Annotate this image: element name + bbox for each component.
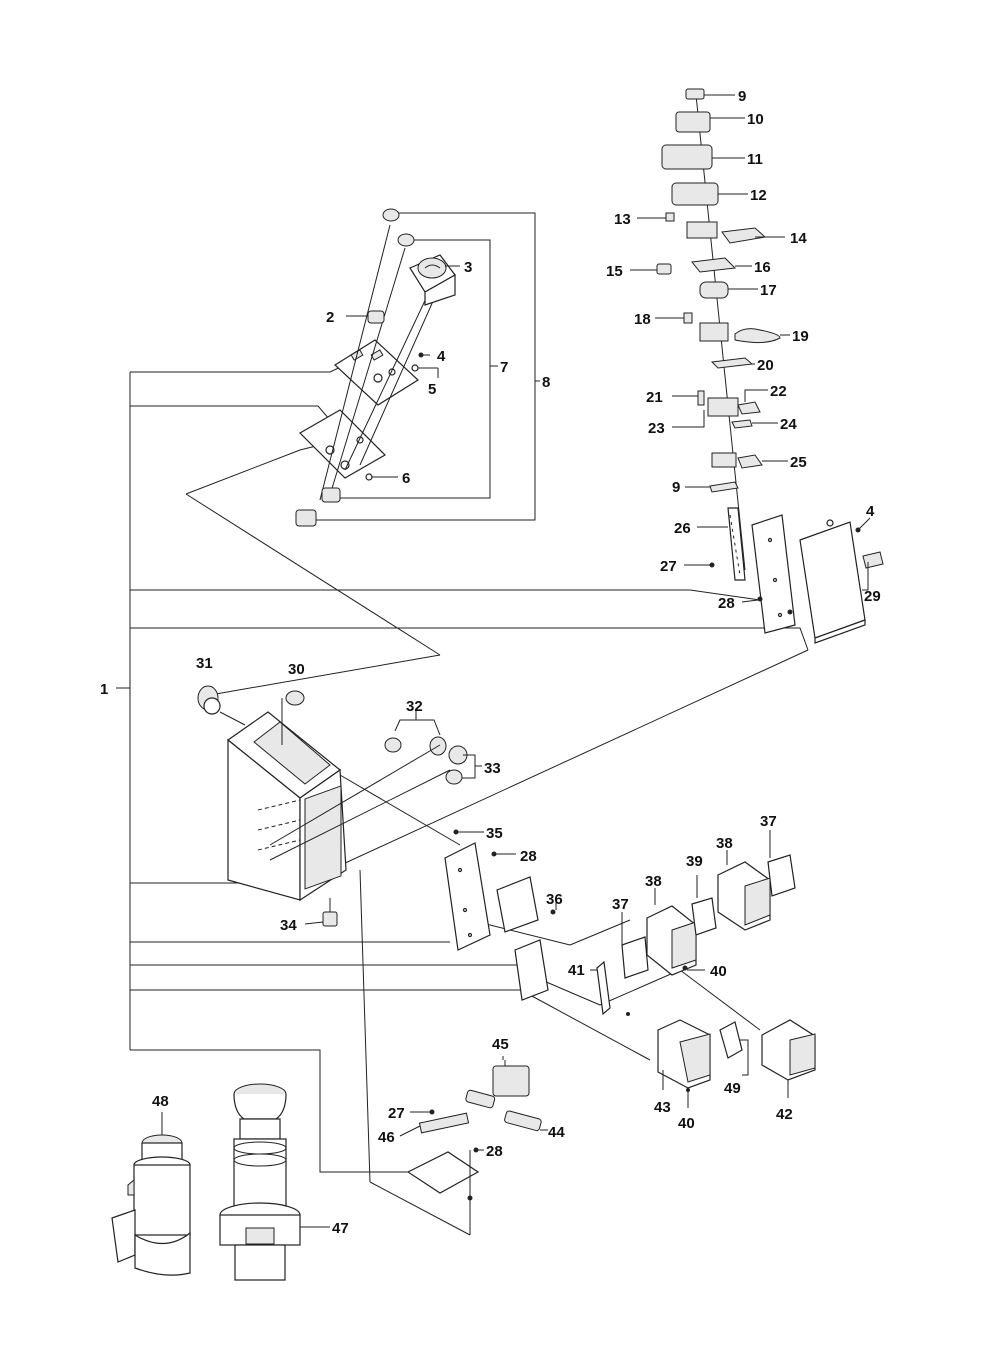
callout-9: 9 — [738, 88, 746, 105]
callout-28b: 28 — [520, 848, 537, 865]
callout-11: 11 — [747, 151, 763, 168]
callout-24: 24 — [780, 416, 797, 433]
callout-45: 45 — [492, 1036, 509, 1053]
callout-27: 27 — [660, 558, 677, 575]
callout-16: 16 — [754, 259, 771, 276]
callout-17: 17 — [760, 282, 777, 299]
callout-49: 49 — [724, 1080, 741, 1097]
callout-38b: 38 — [716, 835, 733, 852]
callout-23: 23 — [648, 420, 665, 437]
callout-25: 25 — [790, 454, 807, 471]
enclosure — [197, 685, 484, 927]
callout-27b: 27 — [388, 1105, 405, 1122]
callout-43: 43 — [654, 1099, 671, 1116]
callout-1: 1 — [100, 681, 108, 698]
callout-4: 4 — [437, 348, 446, 365]
callout-10: 10 — [747, 111, 764, 128]
callout-22: 22 — [770, 383, 787, 400]
callout-18: 18 — [634, 311, 651, 328]
callout-36: 36 — [546, 891, 563, 908]
callout-7: 7 — [500, 359, 508, 376]
callout-48: 48 — [152, 1093, 169, 1110]
callout-9b: 9 — [672, 479, 680, 496]
right-column-stack — [630, 88, 884, 644]
callout-29: 29 — [864, 588, 881, 605]
callout-4b: 4 — [866, 503, 875, 520]
callout-34: 34 — [280, 917, 297, 934]
callout-35: 35 — [486, 825, 503, 842]
callout-28: 28 — [718, 595, 735, 612]
callout-44: 44 — [548, 1124, 565, 1141]
callout-8: 8 — [542, 374, 550, 391]
callout-26: 26 — [674, 520, 691, 537]
callout-12: 12 — [750, 187, 767, 204]
callout-38: 38 — [645, 873, 662, 890]
internal-components — [399, 830, 816, 1235]
callout-2: 2 — [326, 309, 334, 326]
callout-6: 6 — [402, 470, 410, 487]
callout-42: 42 — [776, 1106, 793, 1123]
callout-21: 21 — [646, 389, 663, 406]
callout-37b: 37 — [760, 813, 777, 830]
callout-labels: 1 2 3 4 5 6 7 8 9 10 11 12 13 14 15 16 1… — [100, 88, 881, 1237]
callout-31: 31 — [196, 655, 213, 672]
callout-3: 3 — [464, 259, 472, 276]
plugs — [111, 1083, 330, 1281]
switch-panel-assembly — [295, 208, 540, 527]
callout-32: 32 — [406, 698, 423, 715]
callout-13: 13 — [614, 211, 631, 228]
callout-46: 46 — [378, 1129, 395, 1146]
callout-33: 33 — [484, 760, 501, 777]
callout-40: 40 — [710, 963, 727, 980]
callout-37: 37 — [612, 896, 629, 913]
callout-14: 14 — [790, 230, 807, 247]
assembly-bracket-1 — [116, 364, 809, 1236]
callout-20: 20 — [757, 357, 774, 374]
callout-41: 41 — [568, 962, 585, 979]
callout-5: 5 — [428, 381, 436, 398]
callout-47: 47 — [332, 1220, 349, 1237]
callout-30: 30 — [288, 661, 305, 678]
callout-19: 19 — [792, 328, 809, 345]
callout-28c: 28 — [486, 1143, 503, 1160]
callout-39: 39 — [686, 853, 703, 870]
callout-40b: 40 — [678, 1115, 695, 1132]
callout-15: 15 — [606, 263, 623, 280]
